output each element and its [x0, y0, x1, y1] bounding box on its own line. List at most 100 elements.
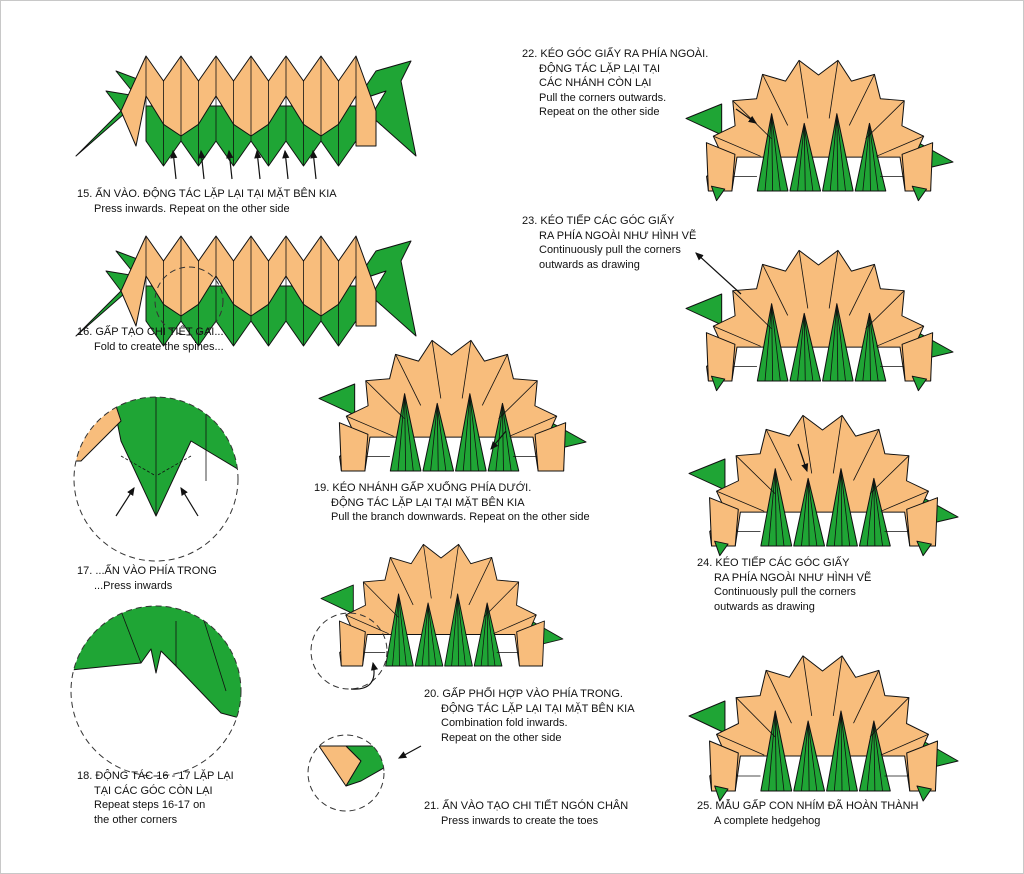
pull-arrow	[695, 252, 742, 295]
crease-line	[798, 250, 809, 309]
crease-line	[840, 470, 843, 547]
crease-line	[869, 315, 871, 382]
press-arrow	[180, 486, 199, 517]
back-leg	[516, 620, 545, 667]
step-17-figure	[74, 397, 238, 517]
crease-line	[833, 712, 842, 792]
crease-line	[803, 315, 806, 382]
crease-line	[395, 354, 422, 406]
step-25-figure	[688, 655, 959, 802]
crease-line	[468, 557, 493, 606]
crease-line	[829, 115, 838, 192]
crease-line	[829, 305, 838, 382]
step-19-caption: 19. KÉO NHÁNH GẤP XUỐNG PHÍA DƯỚI.ĐỘNG T…	[314, 481, 590, 525]
step-20-figure	[320, 543, 564, 667]
crease-line	[869, 697, 910, 738]
front-leg	[705, 332, 736, 382]
step-text: KÉO GÓC GIẤY RA PHÍA NGOÀI.	[540, 48, 709, 60]
step-19-vietnamese-line: ĐỘNG TÁC LẶP LẠI TẠI MẶT BÊN KIA	[331, 496, 525, 509]
crease-line	[797, 125, 805, 192]
green-spine-wedge	[793, 720, 826, 792]
dashed-detail-circle	[310, 612, 388, 690]
crease-line	[873, 722, 883, 792]
step-23-vietnamese-line: 23. KÉO TIẾP CÁC GÓC GIẤY	[522, 214, 696, 229]
crease-line	[427, 604, 430, 667]
step-20-english-line: Repeat on the other side	[441, 731, 562, 744]
crease-line	[836, 305, 846, 382]
step-21-english-line: Press inwards to create the toes	[441, 814, 599, 827]
press-arrow	[115, 486, 135, 517]
crease-line	[869, 315, 879, 382]
step-text: ẤN VÀO. ĐỘNG TÁC LẶP LẠI TẠI MẶT BÊN KIA	[95, 188, 337, 200]
crease-line	[803, 315, 814, 382]
green-spine-wedge	[487, 402, 520, 472]
crease-line	[836, 305, 839, 382]
step-16-vietnamese-line: 16. GẤP TẠO CHI TIẾT GAI...	[77, 325, 224, 340]
crease-line	[735, 455, 776, 494]
crease-line	[346, 415, 394, 437]
crease-line	[853, 670, 880, 724]
step-number: 15.	[77, 188, 93, 200]
step-23-figure	[685, 249, 954, 392]
nose	[688, 458, 726, 491]
crease-line	[848, 264, 875, 316]
step-number: 18.	[77, 770, 93, 782]
crease-line	[462, 395, 471, 472]
front-leg	[705, 142, 736, 192]
crease-line	[404, 395, 414, 472]
toe	[916, 785, 932, 802]
back-leg	[906, 740, 939, 792]
step-number: 17.	[77, 565, 93, 577]
crease-line	[493, 614, 537, 635]
crease-line	[486, 604, 489, 667]
crease-line	[764, 305, 773, 382]
step-15-english-line: Press inwards. Repeat on the other side	[94, 202, 290, 215]
crease-line	[762, 264, 789, 316]
crease-line	[713, 325, 761, 347]
step-number: 23.	[522, 215, 538, 227]
dashed-magnify-circle	[70, 605, 242, 777]
front-leg	[338, 422, 369, 472]
crease-line	[807, 722, 810, 792]
step-15-vietnamese-line: 15. ẤN VÀO. ĐỘNG TÁC LẶP LẠI TẠI MẶT BÊN…	[77, 187, 337, 202]
crease-line	[404, 395, 407, 472]
orange-back	[339, 543, 544, 667]
crease-line	[398, 595, 407, 667]
nose	[318, 383, 356, 416]
crease-line	[873, 722, 876, 792]
crease-line	[423, 544, 432, 599]
step-22-vietnamese-line: ĐỘNG TÁC LẶP LẠI TẠI	[539, 62, 661, 75]
valley-fold	[120, 455, 157, 477]
orange-back	[706, 59, 932, 192]
crease-line	[427, 604, 437, 667]
step-24-english-line: outwards as drawing	[714, 600, 815, 613]
crease-line	[880, 490, 929, 512]
step-text: ĐỘNG TÁC 16 - 17 LẶP LẠI	[95, 770, 234, 782]
crease-line	[798, 60, 809, 119]
step-22-caption: 22. KÉO GÓC GIẤY RA PHÍA NGOÀI.ĐỘNG TÁC …	[522, 47, 708, 120]
crease-line	[392, 595, 399, 667]
step-25-vietnamese-line: 25. MẪU GẤP CON NHÍM ĐÃ HOÀN THÀNH	[697, 799, 918, 814]
crease-line	[774, 712, 777, 792]
press-arrow	[254, 149, 262, 180]
crease-line	[469, 395, 479, 472]
crease-line	[502, 405, 504, 472]
crease-line	[732, 290, 772, 329]
step-22-english-line: Pull the corners outwards.	[539, 91, 667, 104]
crease-line	[397, 395, 406, 472]
step-23-vietnamese-line: RA PHÍA NGOÀI NHƯ HÌNH VẼ	[539, 229, 697, 242]
crease-line	[762, 74, 789, 126]
crease-line	[398, 595, 400, 667]
pull-arrow	[735, 108, 757, 124]
orange-back	[706, 249, 932, 382]
step-number: 20.	[424, 688, 440, 700]
green-spine-wedge	[854, 312, 887, 382]
step-17-caption: 17. ...ẤN VÀO PHÍA TRONG...Press inwards	[77, 564, 217, 593]
pull-arrow	[490, 430, 507, 450]
crease-line	[876, 325, 924, 347]
green-spine-wedge	[789, 122, 822, 192]
step-number: 16.	[77, 326, 93, 338]
crease-line	[716, 490, 765, 512]
pull-arrow	[797, 443, 809, 473]
